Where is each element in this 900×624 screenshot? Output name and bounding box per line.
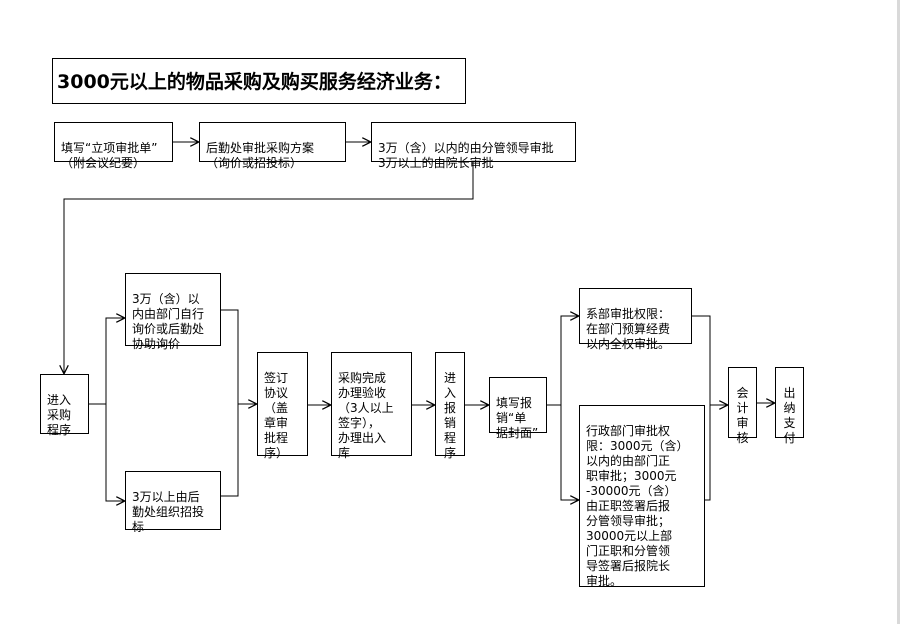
box-fill-form-text: 填写“立项审批单” （附会议纪要） [61,141,158,170]
box-accounting-text: 会 计 审 核 [736,386,749,445]
box-fill-form: 填写“立项审批单” （附会议纪要） [54,122,173,170]
box-logistics-bidding-text: 3万以上由后 勤处组织招投 标 [132,490,205,534]
box-admin-authority: 行政部门审批权 限：3000元（含） 以内的由部门正 职审批；3000元 -30… [579,405,705,588]
diagram-title: 3000元以上的物品采购及购买服务经济业务： [52,58,466,104]
box-approval-level-text: 3万（含）以内的由分管领导审批 3万以上的由院长审批 [378,141,554,170]
merge-from-bidding [221,404,239,497]
box-self-inquiry: 3万（含）以 内由部门自行 询价或后勤处 协助询价 [125,273,221,351]
merge-from-admin-authority [705,405,711,501]
box-dept-authority: 系部审批权限： 在部门预算经费 以内全权审批。 [579,288,692,351]
page-edge [897,0,900,624]
box-accounting: 会 计 审 核 [728,367,757,445]
box-self-inquiry-text: 3万（含）以 内由部门自行 询价或后勤处 协助询价 [132,292,205,351]
box-cashier-text: 出 纳 支 付 [783,386,796,445]
arrow-to-bidding [105,404,124,501]
box-dept-authority-text: 系部审批权限： 在部门预算经费 以内全权审批。 [586,307,671,351]
box-enter-procurement: 进入 采购 程序 [40,374,89,437]
box-sign-agreement: 签订 协议 （盖 章审 批程 序） [257,352,308,460]
box-admin-authority-text: 行政部门审批权 限：3000元（含） 以内的由部门正 职审批；3000元 -30… [586,424,689,588]
box-logistics-bidding: 3万以上由后 勤处组织招投 标 [125,471,221,534]
arrow-to-dept-authority [560,316,578,405]
arrow-approval-to-procurement [64,162,474,373]
arrow-to-admin-authority [560,405,578,500]
box-fill-reimburse-cover: 填写报 销“单 据封面” [489,377,547,440]
box-reimburse: 进 入 报 销 程 序 [435,352,465,460]
box-acceptance: 采购完成 办理验收 （3人以上 签字）， 办理出入 库 [331,352,412,460]
box-logistics-plan-text: 后勤处审批采购方案 （询价或招投标） [206,141,315,170]
merge-from-dept-authority [692,315,711,405]
merge-from-self-inquiry [221,309,239,404]
box-fill-reimburse-cover-text: 填写报 销“单 据封面” [496,396,539,440]
box-approval-level: 3万（含）以内的由分管领导审批 3万以上的由院长审批 [371,122,576,170]
box-reimburse-text: 进 入 报 销 程 序 [443,371,456,460]
box-sign-agreement-text: 签订 协议 （盖 章审 批程 序） [264,371,289,460]
arrow-to-self-inquiry [105,318,124,404]
box-cashier: 出 纳 支 付 [775,367,804,445]
box-acceptance-text: 采购完成 办理验收 （3人以上 签字）， 办理出入 库 [338,371,394,460]
box-enter-procurement-text: 进入 采购 程序 [47,393,72,437]
box-logistics-plan: 后勤处审批采购方案 （询价或招投标） [199,122,346,170]
